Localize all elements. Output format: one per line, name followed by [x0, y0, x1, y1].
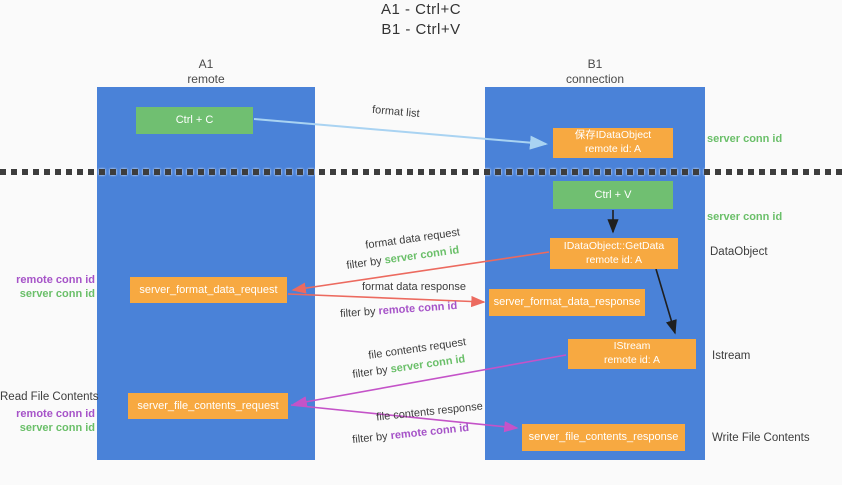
filter-by-server-conn-id-1-label: filter by server conn id	[346, 244, 460, 272]
file-contents-response-arrow-label: file contents response	[375, 400, 484, 424]
column-b-id: B1	[587, 57, 603, 71]
istream-side-label: Istream	[712, 350, 751, 362]
server-conn-id-top-label: server conn id	[707, 133, 783, 145]
format-list-arrow-label: format list	[371, 103, 421, 121]
column-a-header: A1 remote	[146, 57, 266, 87]
ctrl-c-label: Ctrl + C	[175, 114, 214, 127]
server-format-data-response-label: server_format_data_response	[493, 296, 641, 309]
server-conn-id-mid-label: server conn id	[707, 211, 783, 223]
column-b-header: B1 connection	[535, 57, 655, 87]
filter-by-remote-conn-id-2-label: filter by remote conn id	[352, 422, 470, 446]
getdata-line1: IDataObject::GetData	[563, 239, 665, 252]
server-format-data-response-node: server_format_data_response	[489, 289, 645, 316]
format-conn-ids-block: remote conn id server conn id	[0, 273, 95, 302]
filter-remote-conn-id-text: remote conn id	[378, 299, 458, 318]
format-data-response-arrow-label: format data response	[362, 281, 466, 293]
format-server-conn-id-label: server conn id	[19, 288, 95, 301]
column-b-name: connection	[565, 72, 625, 86]
istream-node: IStream remote id: A	[568, 339, 696, 369]
dataobject-label: DataObject	[710, 246, 768, 258]
server-file-contents-response-label: server_file_contents_response	[528, 431, 679, 444]
save-idataobject-line1: 保存IDataObject	[574, 129, 652, 142]
file-conn-ids-block: Read File Contents remote conn id server…	[0, 390, 99, 436]
ctrl-v-label: Ctrl + V	[594, 188, 632, 201]
column-a-name: remote	[187, 72, 225, 86]
filter-by-remote-conn-id-1-label: filter by remote conn id	[340, 300, 458, 320]
server-file-contents-response-node: server_file_contents_response	[522, 424, 685, 451]
machine-boundary-divider	[0, 169, 842, 175]
server-file-contents-request-node: server_file_contents_request	[128, 393, 288, 419]
istream-line1: IStream	[613, 340, 651, 353]
filter-by-text: filter by	[339, 305, 379, 321]
filter-remote-conn-id-text: remote conn id	[389, 421, 470, 443]
filter-by-text: filter by	[351, 430, 392, 447]
server-file-contents-request-label: server_file_contents_request	[137, 399, 279, 412]
ctrl-c-node: Ctrl + C	[136, 107, 253, 134]
save-idataobject-line2: remote id: A	[584, 143, 642, 155]
file-server-conn-id-label: server conn id	[19, 422, 95, 435]
read-file-contents-label: Read File Contents	[0, 391, 99, 403]
filter-by-text: filter by	[351, 363, 392, 381]
idataobject-getdata-node: IDataObject::GetData remote id: A	[550, 238, 678, 269]
title-line-ctrl-v: B1 - Ctrl+V	[381, 21, 461, 39]
istream-line2: remote id: A	[603, 354, 661, 366]
server-format-data-request-node: server_format_data_request	[130, 277, 287, 303]
diagram-title: A1 - Ctrl+C B1 - Ctrl+V	[0, 0, 842, 41]
getdata-line2: remote id: A	[585, 253, 643, 266]
file-remote-conn-id-label: remote conn id	[16, 407, 95, 420]
ctrl-v-node: Ctrl + V	[553, 181, 673, 209]
filter-by-text: filter by	[345, 254, 386, 272]
title-line-ctrl-c: A1 - Ctrl+C	[380, 1, 462, 18]
server-format-data-request-label: server_format_data_request	[139, 283, 278, 296]
format-remote-conn-id-label: remote conn id	[16, 274, 95, 286]
save-idataobject-node: 保存IDataObject remote id: A	[553, 128, 673, 158]
write-file-contents-label: Write File Contents	[712, 432, 810, 444]
column-a-id: A1	[198, 57, 214, 71]
